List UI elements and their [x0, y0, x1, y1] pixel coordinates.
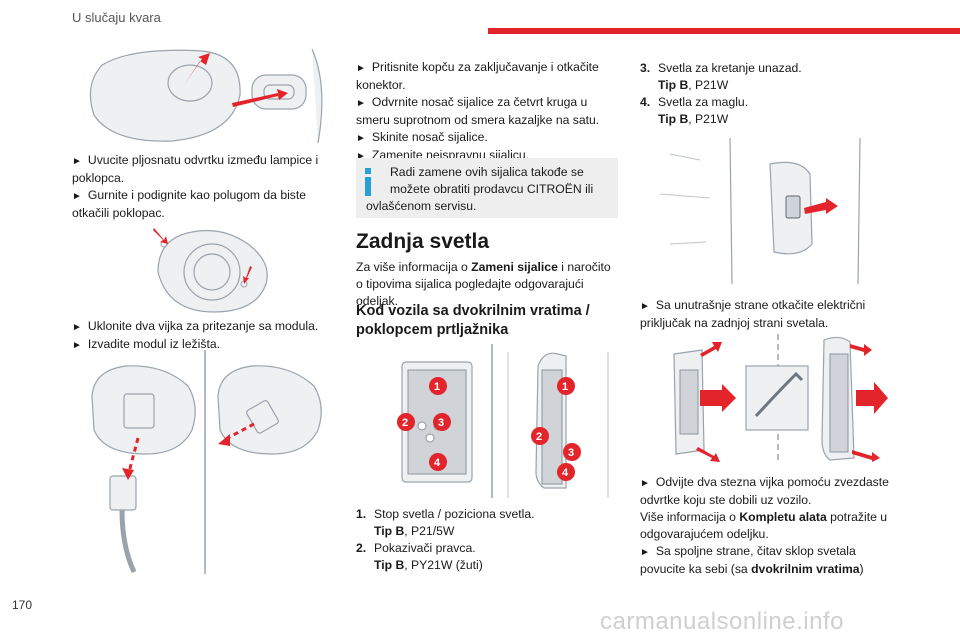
section-heading-rear-lights: Zadnja svetla: [356, 230, 490, 253]
bullet-marker: [72, 188, 88, 202]
bulb-list-item: 3.Svetla za kretanje unazad.Tip B, P21W: [640, 61, 802, 92]
badge-3: 3: [563, 443, 581, 461]
col3-step-unscrew: Odvijte dva stezna vijka pomoću zvezdast…: [640, 475, 889, 507]
svg-text:3: 3: [438, 417, 444, 429]
subheading-double-doors: Kod vozila sa dvokrilnim vratima / poklo…: [356, 303, 590, 338]
bulb-list-item: 2.Pokazivači pravca.Tip B, PY21W (žuti): [356, 541, 483, 572]
badge-1: 1: [429, 377, 447, 395]
svg-text:1: 1: [562, 381, 568, 393]
col3-step-disconnect: Sa unutrašnje strane otkačite električni…: [640, 298, 866, 330]
col2-step-unscrew-holder: Odvrnite nosač sijalice za četvrt kruga …: [356, 95, 600, 127]
info-text-line-3: ovlašćenom servisu.: [366, 199, 477, 213]
info-text-line-1: Radi zamene ovih sijalica takođe se: [390, 165, 584, 179]
col1-step-lever-cover: Gurnite i podignite kao polugom da biste…: [72, 188, 307, 220]
badge-4: 4: [429, 453, 447, 471]
page-number: 170: [12, 598, 33, 612]
col1-step-remove-module: Izvadite modul iz ležišta.: [87, 337, 220, 351]
badge-2: 2: [531, 427, 549, 445]
bullet-marker: [640, 544, 656, 558]
badge-3: 3: [433, 413, 451, 431]
illustration-module-screws: [153, 228, 268, 313]
bullet-marker: [356, 130, 372, 144]
col3-tools-reference: Više informacija o Kompletu alata potraž…: [640, 510, 888, 541]
col1-step-remove-screws: Uklonite dva vijka za pritezanje sa modu…: [87, 319, 319, 333]
badge-1: 1: [557, 377, 575, 395]
illustration-remove-cover: [89, 48, 323, 144]
svg-text:4: 4: [434, 457, 441, 469]
svg-text:1: 1: [434, 381, 440, 393]
illustration-rear-light-bulbs: 1 2 3 4 1 2 3 4: [397, 344, 609, 498]
info-text-line-2: možete obratiti prodavcu CITROËN ili: [390, 182, 594, 196]
running-header: U slučaju kvara: [72, 10, 161, 25]
svg-text:2: 2: [536, 431, 542, 443]
bullet-marker: [356, 95, 372, 109]
bullet-marker: [72, 319, 88, 333]
col2-step-remove-holder: Skinite nosač sijalice.: [371, 130, 488, 144]
bulb-list-item: 4.Svetla za maglu.Tip B, P21W: [640, 95, 749, 126]
watermark: carmanualsonline.info: [600, 608, 844, 635]
bullet-marker: [640, 475, 656, 489]
bullet-marker: [72, 153, 88, 167]
bullet-marker: [356, 60, 372, 74]
col3-step-pull-assembly: Sa spoljne strane, čitav sklop svetala p…: [640, 543, 902, 578]
bullet-marker: [640, 298, 656, 312]
svg-text:4: 4: [562, 467, 569, 479]
badge-4: 4: [557, 463, 575, 481]
col1-step-insert-screwdriver: Uvucite pljosnatu odvrtku između lampice…: [72, 153, 319, 185]
rear-lights-intro: Za više informacija o Zameni sijalice i …: [356, 260, 611, 308]
illustration-module-removal: [91, 350, 322, 574]
svg-text:3: 3: [568, 447, 574, 459]
bulb-list-item: 1.Stop svetla / poziciona svetla.Tip B, …: [356, 507, 535, 538]
bullet-marker: [72, 337, 88, 351]
info-icon: [365, 168, 371, 196]
col2-step-unclip-connector: Pritisnite kopču za zaključavanje i otka…: [356, 60, 599, 92]
header-accent-bar: [488, 28, 960, 34]
svg-text:2: 2: [402, 417, 408, 429]
illustration-rear-connector: [659, 137, 861, 285]
info-box: Radi zamene ovih sijalica takođe se može…: [356, 158, 618, 218]
illustration-rear-light-removal: [673, 334, 888, 464]
badge-2: 2: [397, 413, 415, 431]
